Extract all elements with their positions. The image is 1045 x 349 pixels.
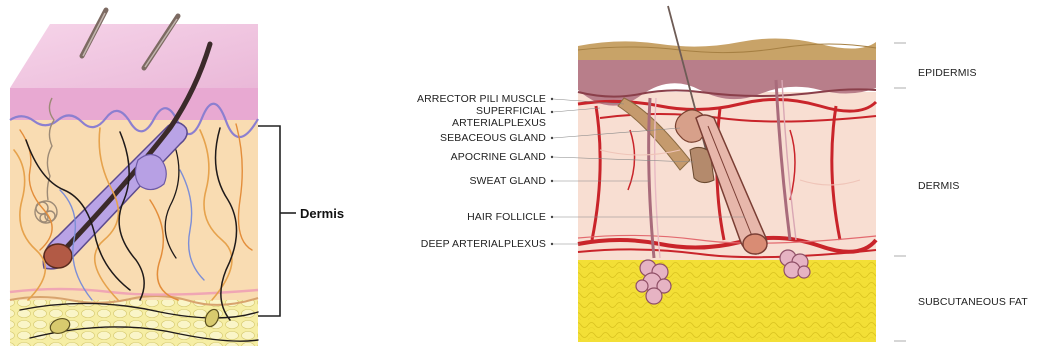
- label-dermis: DERMIS: [918, 180, 959, 192]
- label-apocrine-gland: APOCRINE GLAND: [451, 151, 547, 163]
- layer-labels: EPIDERMIS DERMIS SUBCUTANEOUS FAT: [894, 43, 1028, 341]
- label-subcutaneous-fat: SUBCUTANEOUS FAT: [918, 296, 1028, 308]
- label-sebaceous-gland: SEBACEOUS GLAND: [440, 132, 546, 144]
- skin-block-top-face: [10, 24, 258, 88]
- label-hair-follicle: HAIR FOLLICLE: [467, 211, 546, 223]
- epidermis-corneum: [578, 38, 876, 60]
- dermis-bracket: [258, 126, 280, 316]
- sebaceous-gland-left: [135, 154, 166, 189]
- left-skin-block: Dermis: [10, 10, 344, 346]
- label-superficial: SUPERFICIAL: [476, 105, 546, 117]
- right-skin-section: [578, 6, 876, 342]
- label-epidermis: EPIDERMIS: [918, 67, 977, 79]
- label-arterial-plexus: ARTERIALPLEXUS: [452, 117, 546, 129]
- label-arrector-pili-muscle: ARRECTOR PILI MUSCLE: [417, 93, 546, 105]
- label-sweat-gland: SWEAT GLAND: [469, 175, 546, 187]
- epidermis-layer-left: [10, 88, 258, 120]
- hair-bulb: [44, 244, 72, 268]
- label-deep-arterial-plexus: DEEP ARTERIALPLEXUS: [421, 238, 546, 250]
- hair-bulb-right: [743, 234, 767, 254]
- fat-layer-right: [578, 258, 876, 342]
- dermis-bracket-label: Dermis: [300, 206, 344, 221]
